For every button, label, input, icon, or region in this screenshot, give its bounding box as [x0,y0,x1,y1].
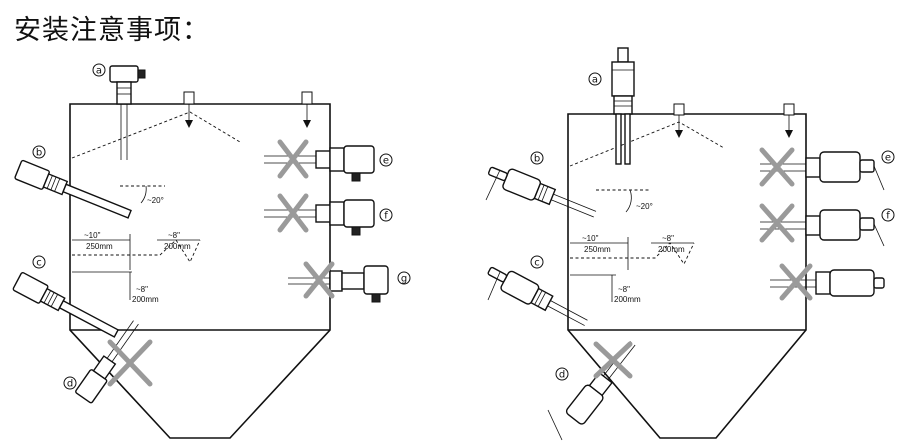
label-e-right: e [885,153,891,164]
right-b-cable [485,169,501,201]
right-device-g [770,269,885,297]
right-fill-inlet-1 [673,103,685,138]
left-e-cross [277,139,309,179]
right-h-dim-bottom: 250mm [584,245,611,254]
left-r-dim-bottom: 200mm [164,242,191,251]
right-device-f [760,209,885,247]
label-b-right: b [534,154,540,165]
label-c-left: c [36,258,42,269]
right-fill-inlet-2 [783,103,795,138]
right-tank-diagram: a b ~20° ~10" 250mm ~8" 200mm ~8" 200mm [485,47,895,441]
label-c-right: c [534,258,540,269]
label-a-left: a [96,66,102,77]
right-e-cross [759,147,795,187]
right-device-b [487,166,597,218]
right-g-cross [779,263,813,301]
right-r-dim-bottom: 200mm [658,245,685,254]
left-v-dim-bottom: 200mm [132,295,159,304]
right-device-c [487,266,588,326]
left-f-cross [277,193,309,233]
right-angle-text: ~20° [636,202,653,211]
left-device-f [264,199,375,236]
label-d-right: d [559,370,565,381]
right-v-dim-bottom: 200mm [614,295,641,304]
right-material-cone-line [569,121,725,167]
left-material-level [72,239,201,263]
label-d-left: d [67,379,73,390]
right-d-cable [547,409,563,441]
left-device-a [109,65,146,160]
label-e-left: e [383,156,389,167]
left-v-dim-top: ~8" [136,285,148,294]
left-g-cross [303,261,335,299]
right-d-cross [593,341,633,379]
left-device-e [264,145,375,182]
left-device-d [75,320,139,404]
left-device-c [12,272,120,338]
right-r-dim-top: ~8" [662,234,674,243]
label-b-left: b [36,148,42,159]
left-h-dim-bottom: 250mm [86,242,113,251]
right-f-cross [759,203,795,243]
left-angle-text: ~20° [147,196,164,205]
left-h-dim-top: ~10" [84,231,101,240]
right-h-dim-top: ~10" [582,234,599,243]
label-f-right: f [886,211,890,222]
left-d-cross [107,339,153,387]
label-f-left: f [384,211,388,222]
right-device-e [760,151,885,191]
left-device-b [14,159,132,219]
right-angle-arc [625,189,632,213]
left-material-cone-line [71,111,241,159]
left-device-g [288,265,389,303]
right-device-a [611,47,635,165]
left-angle-arc [140,185,147,204]
label-a-right: a [592,75,598,86]
left-r-dim-top: ~8" [168,231,180,240]
right-c-cable [487,271,501,301]
left-fill-inlet-2 [301,91,313,128]
page-title: 安装注意事项： [14,15,210,46]
left-fill-inlet-1 [183,91,195,128]
label-g-left: g [401,274,407,285]
right-v-dim-top: ~8" [618,285,630,294]
left-tank-diagram: a b ~20° ~10" 250mm ~8" 200mm ~8" 200mm [12,63,411,439]
